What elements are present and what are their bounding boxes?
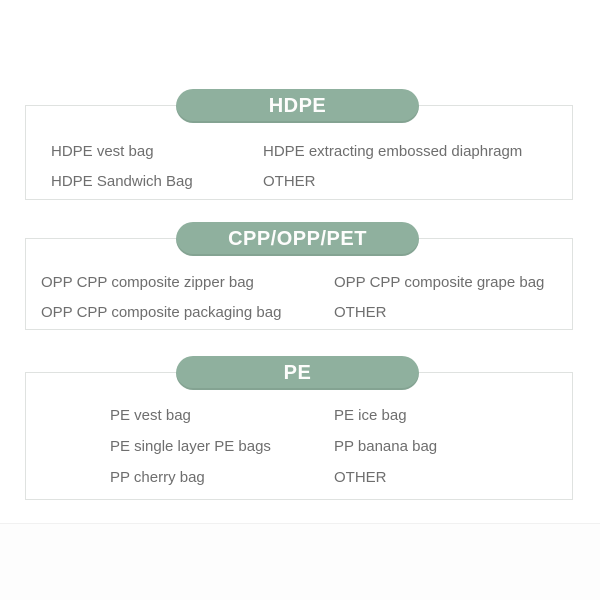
category-link[interactable]: PP banana bag — [334, 438, 438, 455]
category-list-hdpe: HDPE vest bag HDPE Sandwich Bag HDPE ext… — [26, 106, 572, 196]
category-list-pe: PE vest bag PE single layer PE bags PP c… — [26, 373, 572, 493]
section-card-hdpe: HDPE HDPE vest bag HDPE Sandwich Bag HDP… — [25, 89, 573, 200]
section-title: CPP/OPP/PET — [228, 228, 367, 250]
section-title: PE — [283, 362, 312, 384]
category-link[interactable]: OPP CPP composite grape bag — [334, 273, 545, 291]
category-link[interactable]: HDPE vest bag — [51, 142, 154, 160]
section-card-pe: PE PE vest bag PE single layer PE bags P… — [25, 356, 573, 500]
category-link[interactable]: PE vest bag — [110, 407, 191, 424]
footer-background — [0, 524, 600, 600]
category-link[interactable]: HDPE Sandwich Bag — [51, 172, 193, 190]
section-title: HDPE — [268, 95, 327, 117]
section-header-hdpe[interactable]: HDPE — [176, 89, 419, 123]
category-link[interactable]: HDPE extracting embossed diaphragm — [263, 142, 523, 160]
category-link[interactable]: OTHER — [334, 303, 387, 321]
category-link[interactable]: OPP CPP composite packaging bag — [41, 303, 282, 321]
category-link[interactable]: PE single layer PE bags — [110, 438, 271, 455]
category-link[interactable]: OTHER — [263, 172, 316, 190]
section-header-cpp-opp-pet[interactable]: CPP/OPP/PET — [176, 222, 419, 256]
category-link[interactable]: OTHER — [334, 469, 387, 486]
section-card-cpp-opp-pet: CPP/OPP/PET OPP CPP composite zipper bag… — [25, 222, 573, 330]
category-link[interactable]: PE ice bag — [334, 407, 407, 424]
category-link[interactable]: OPP CPP composite zipper bag — [41, 273, 254, 291]
category-link[interactable]: PP cherry bag — [110, 469, 205, 486]
section-header-pe[interactable]: PE — [176, 356, 419, 390]
section-divider — [0, 523, 600, 524]
category-list-cpp-opp-pet: OPP CPP composite zipper bag OPP CPP com… — [26, 239, 572, 327]
